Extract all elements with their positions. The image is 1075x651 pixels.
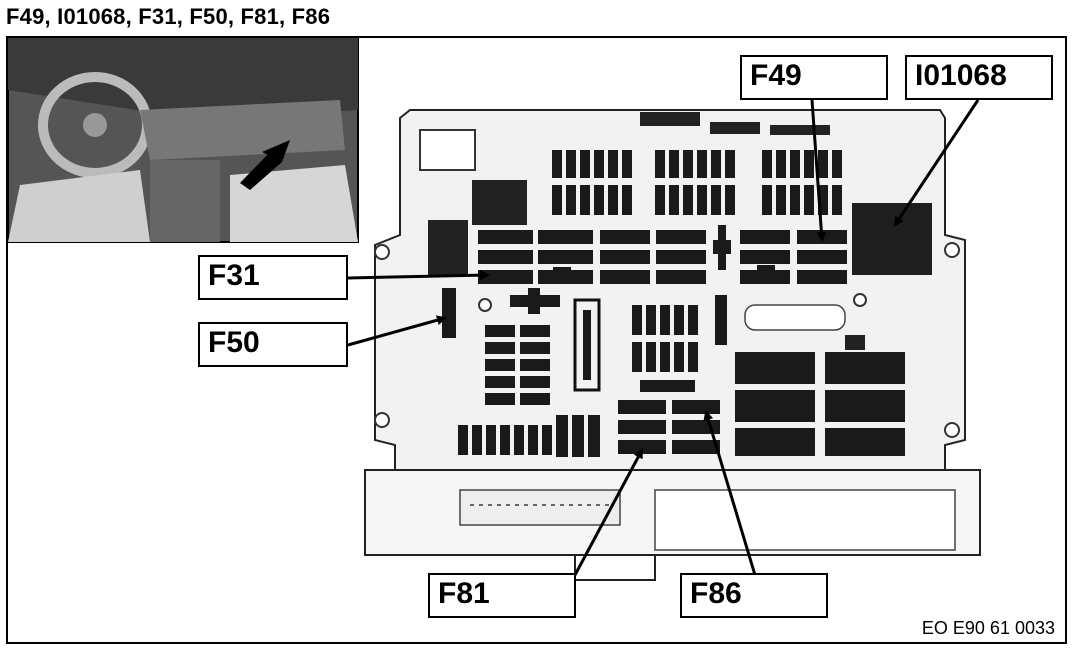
f50-leader-line — [347, 315, 447, 347]
diagram-title: F49, I01068, F31, F50, F81, F86 — [6, 4, 331, 29]
car-interior-inset — [7, 37, 359, 243]
callout-f31: F31 — [198, 255, 348, 300]
f49-leader-line — [810, 99, 827, 242]
f31-leader-line — [347, 270, 490, 281]
callout-f50: F50 — [198, 322, 348, 367]
callout-f81: F81 — [428, 573, 576, 618]
fuse-slots — [442, 150, 905, 457]
i01068-leader-line — [893, 99, 980, 227]
callout-f49: F49 — [740, 55, 888, 100]
callout-i01068: I01068 — [905, 55, 1053, 100]
leader-lines — [347, 99, 980, 576]
callout-f86: F86 — [680, 573, 828, 618]
fuse-box-body — [364, 109, 981, 581]
reference-code: EO E90 61 0033 — [921, 618, 1055, 638]
f81-leader-line — [573, 448, 644, 576]
f86-leader-line — [703, 410, 757, 576]
